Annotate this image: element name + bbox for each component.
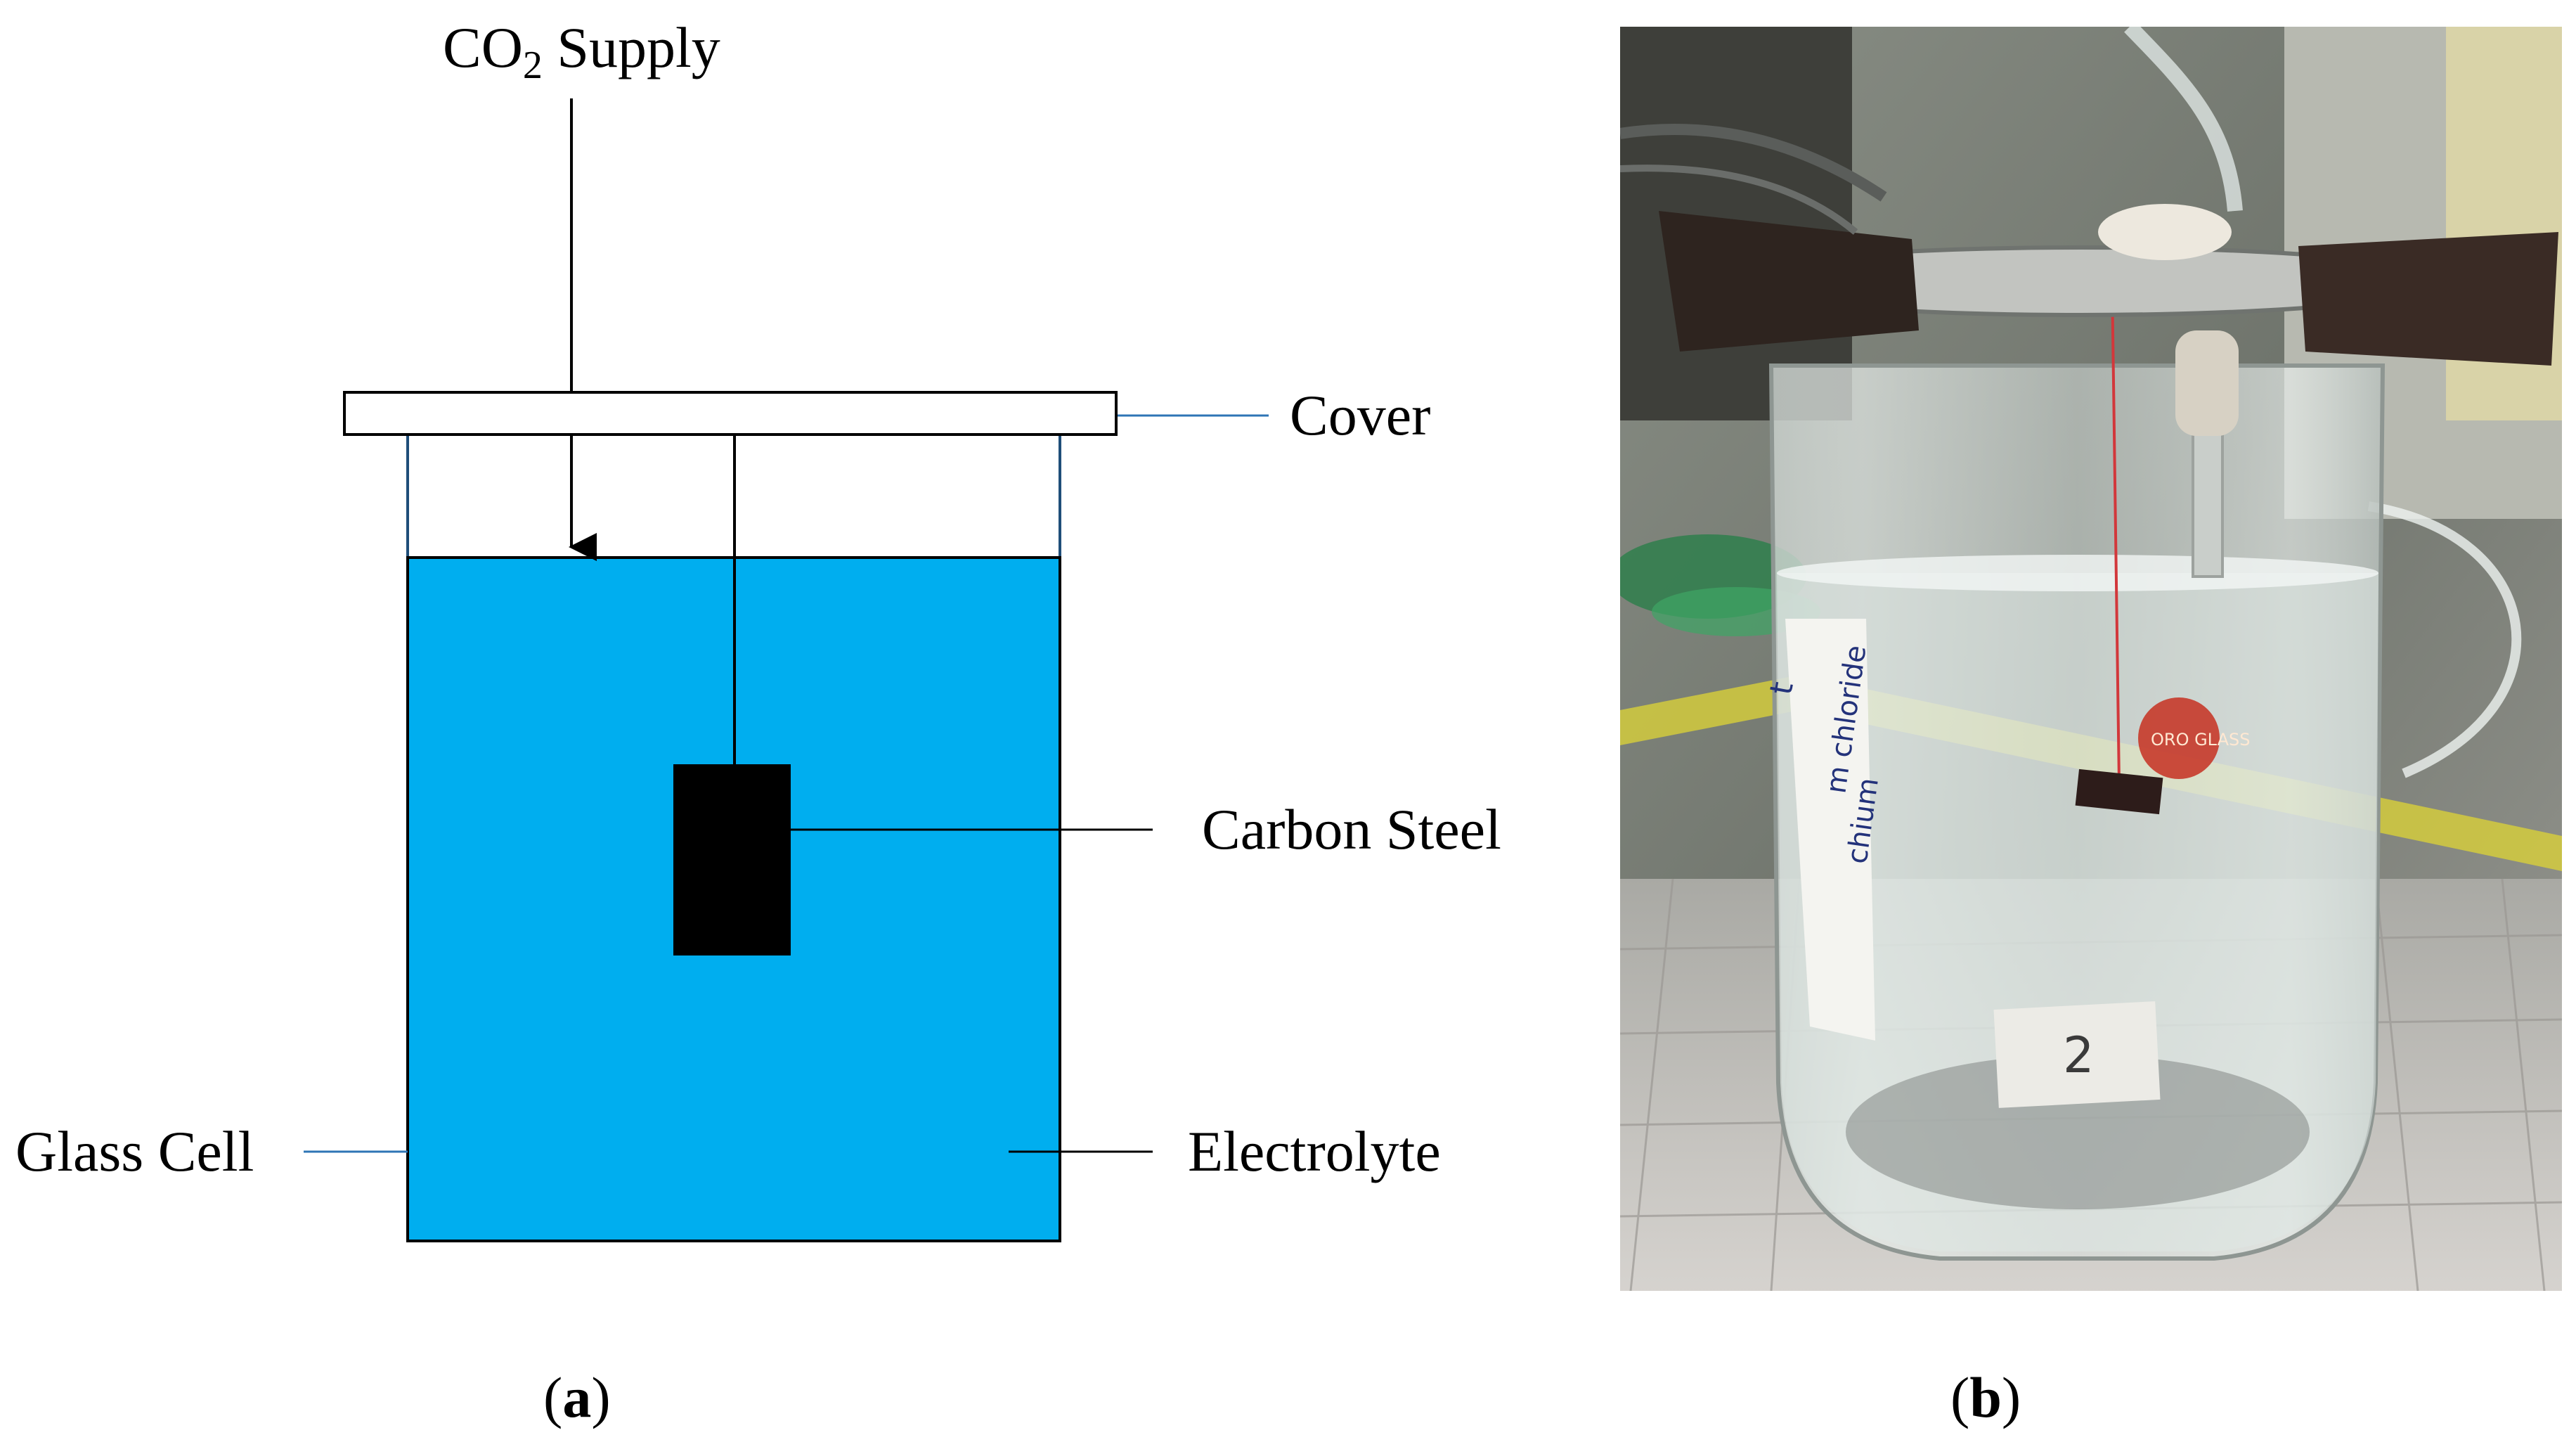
clamp-right	[2298, 232, 2558, 366]
panel-b-photo: t m chloride chium 2 ORO GLASS	[1620, 27, 2562, 1291]
beaker-liquid	[1777, 573, 2378, 1251]
glass-cell-label: Glass Cell	[15, 1119, 254, 1183]
brand-logo-text: ORO GLASS	[2151, 730, 2251, 749]
cover-label: Cover	[1290, 383, 1430, 447]
co2-rest: Supply	[543, 15, 720, 79]
brand-logo	[2138, 697, 2220, 779]
panel-a-caption: (a)	[543, 1365, 611, 1429]
steel-coupon	[2075, 768, 2163, 815]
clamp-left	[1659, 211, 1919, 352]
number-tag	[1993, 1001, 2161, 1108]
co2-main: CO	[443, 15, 523, 79]
panel-a-diagram: CO2 Supply Cover Carbon Steel Glass Cell…	[15, 15, 1501, 1429]
electrolyte-label: Electrolyte	[1188, 1119, 1441, 1183]
carbon-steel-label: Carbon Steel	[1202, 797, 1501, 861]
cover	[343, 391, 1118, 436]
carbon-steel-specimen	[673, 764, 791, 955]
co2-subscript: 2	[523, 44, 543, 87]
panel-b-caption: (b)	[1950, 1365, 2021, 1429]
co2-supply-label: CO2 Supply	[443, 15, 720, 87]
beaker-paper-label	[1785, 619, 1875, 1041]
number-tag-text: 2	[2063, 1027, 2095, 1084]
specimen-thread	[2111, 281, 2121, 785]
